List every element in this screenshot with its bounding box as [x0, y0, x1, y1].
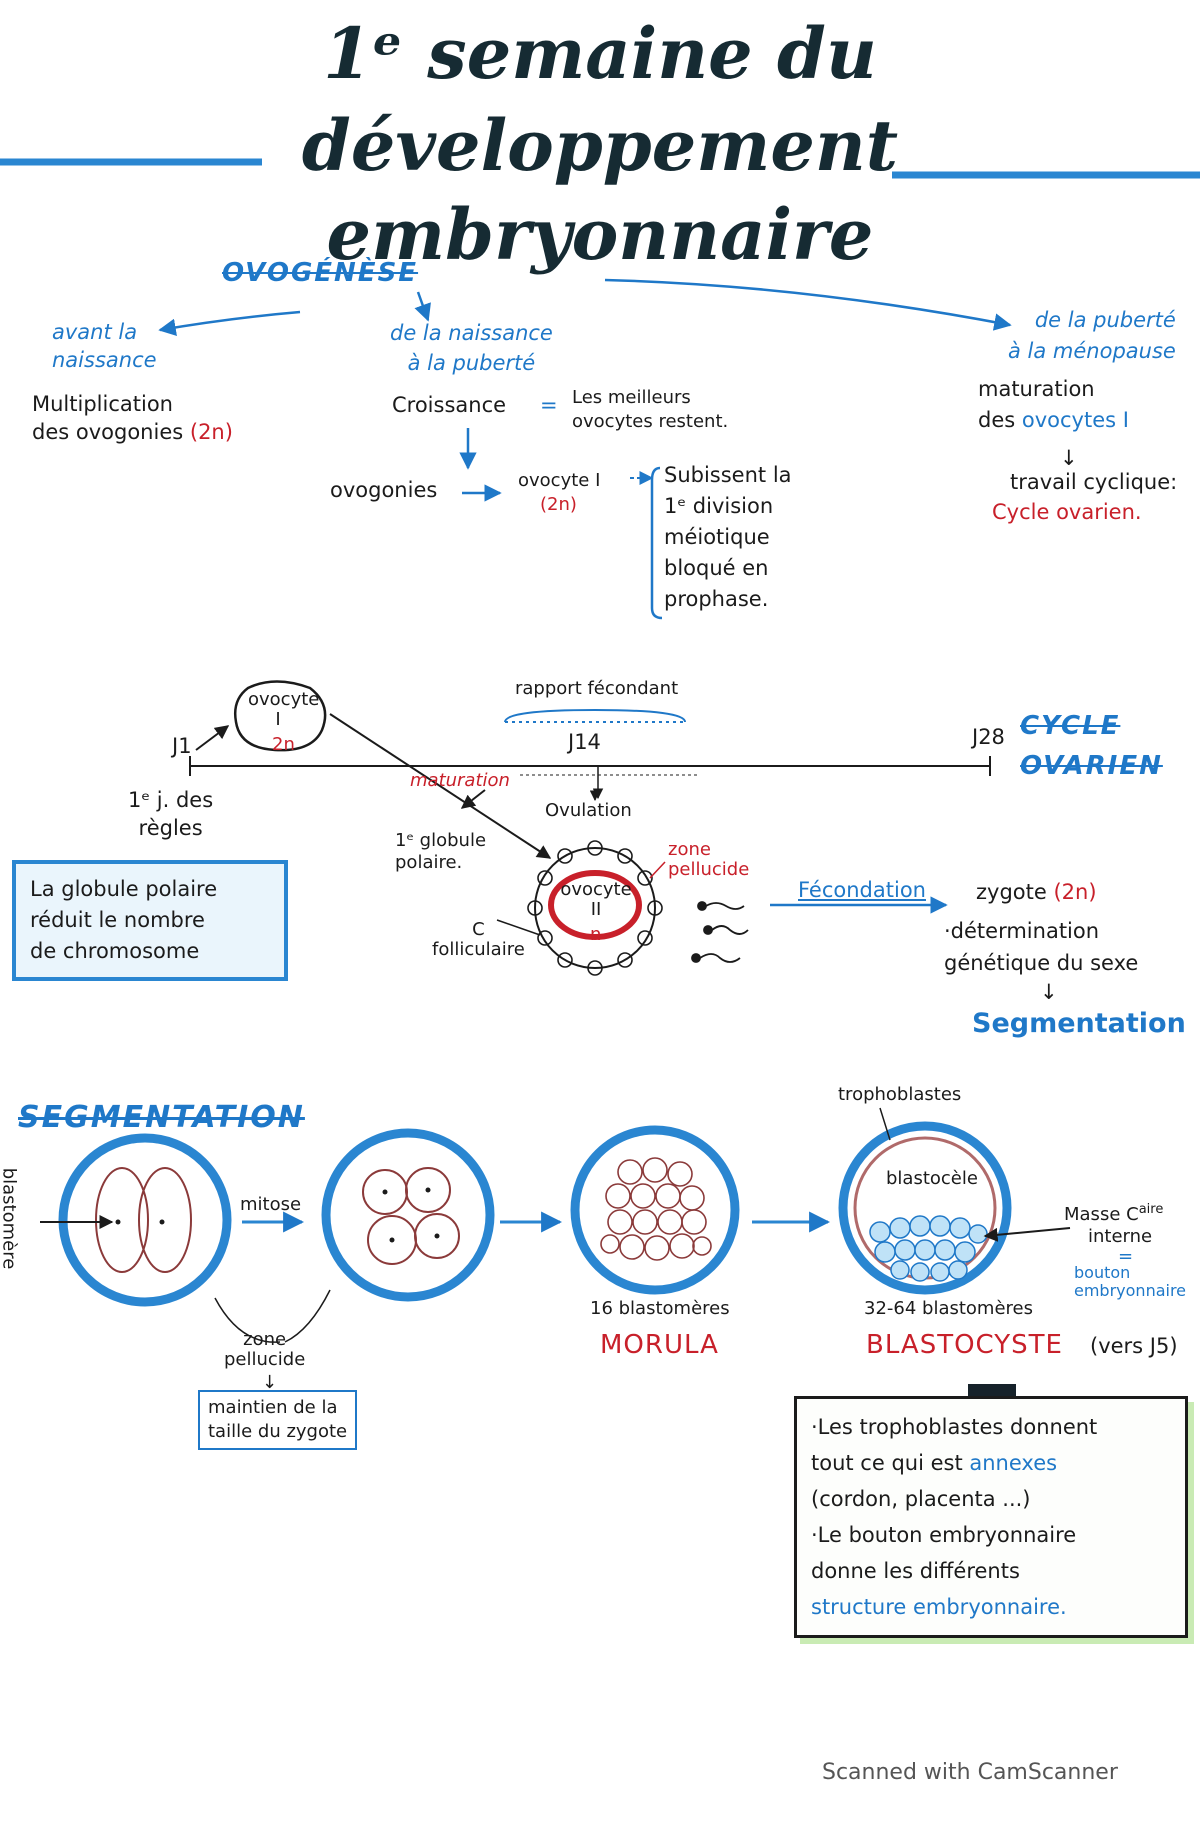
- ovogenese-maturation-text: maturation des: [978, 377, 1095, 432]
- ovogenese-ovocytes-i: ovocytes I: [1021, 408, 1129, 432]
- blastocyste-cell: [838, 1121, 1012, 1295]
- title-line-2: embryonnaire: [326, 193, 874, 276]
- cycle-heading: CYCLE OVARIEN: [1020, 711, 1163, 781]
- ovogenese-meiosis-note: Subissent la 1ᵉ division méiotique bloqu…: [664, 463, 792, 611]
- ovogenese-before-birth-label: avant la naissance: [52, 320, 157, 372]
- ovogenese-ovarian-cycle: Cycle ovarien.: [992, 500, 1142, 524]
- cycle-j28: J28: [972, 725, 1005, 749]
- scanner-watermark: Scanned with CamScanner: [822, 1760, 1118, 1785]
- cycle-first-day: 1ᵉ j. des règles: [128, 788, 214, 840]
- ovogenese-2n-tag-2: (2n): [540, 494, 577, 515]
- cycle-fecondation: Fécondation: [798, 878, 926, 902]
- cycle-globule-polaire: 1ᵉ globule polaire.: [395, 830, 487, 873]
- cycle-ovocyte-top-tag: 2n: [272, 734, 295, 755]
- segmentation-equals: =: [1118, 1246, 1134, 1267]
- ovogenese-maturation: maturation des ovocytes I: [978, 374, 1129, 436]
- ovocyte-ii-cell: [527, 840, 663, 976]
- ovogenese-multiplication: Multiplication des ovogonies (2n): [32, 390, 233, 446]
- segmentation-morula: MORULA: [600, 1330, 719, 1360]
- ovocyte-top-blob: [234, 680, 327, 752]
- ovogenese-cyclic-work: travail cyclique:: [1010, 470, 1178, 494]
- segmentation-trophoblastes: trophoblastes: [838, 1084, 962, 1105]
- page-title: 1ᵉ semaine du développement embryonnaire: [14, 8, 1186, 278]
- cycle-polar-body-note: La globule polaire réduit le nombre de c…: [12, 860, 288, 981]
- segmentation-blastocele: blastocèle: [886, 1168, 978, 1189]
- ovogenese-down-arrow: ↓: [1060, 446, 1078, 470]
- segmentation-masse: Masse Caire: [1064, 1202, 1163, 1225]
- cycle-j1: J1: [172, 734, 192, 758]
- cycle-ovocyte-ii: ovocyte II: [560, 879, 632, 920]
- segmentation-bouton: bouton embryonnaire: [1074, 1263, 1187, 1300]
- summary-note-annexes: annexes: [969, 1451, 1058, 1475]
- cycle-segmentation-next: Segmentation: [972, 1008, 1186, 1039]
- segmentation-zone-pellucide: zone pellucide: [224, 1329, 306, 1370]
- ovogenese-multiplication-text: Multiplication des ovogonies: [32, 392, 184, 444]
- segmentation-heading: SEGMENTATION: [18, 1100, 305, 1135]
- segmentation-32-64-blastomeres: 32-64 blastomères: [864, 1298, 1033, 1319]
- morula-cell: [570, 1125, 740, 1295]
- ovogenese-best-ovocytes-note: Les meilleurs ovocytes restent.: [572, 387, 729, 432]
- cycle-zygote-text: zygote: [976, 880, 1047, 904]
- ovogenese-2n-tag-1: (2n): [189, 420, 233, 444]
- ovogenese-croissance: Croissance: [392, 393, 507, 417]
- ovogenese-heading: OVOGÉNÈSE: [222, 258, 419, 288]
- segmentation-vers-j5: (vers J5): [1090, 1334, 1178, 1358]
- summary-note-trophoblastes: ·Les trophoblastes donnent tout ce qui e…: [811, 1409, 1171, 1481]
- summary-note-line-3: ·Le bouton embryonnaire donne les différ…: [811, 1523, 1077, 1583]
- cycle-ovocyte-top: ovocyte I: [248, 689, 320, 730]
- cycle-sex-determination: ·détermination génétique du sexe: [944, 919, 1139, 975]
- summary-note-line-2: (cordon, placenta ...): [811, 1487, 1031, 1511]
- cycle-follicular-cells: C folliculaire: [432, 919, 525, 960]
- segmentation-blastocyste: BLASTOCYSTE: [866, 1330, 1063, 1360]
- segmentation-masse-sup: aire: [1138, 1202, 1164, 1217]
- zygote-2-cell: [58, 1133, 232, 1307]
- summary-note-line-1: ·Les trophoblastes donnent tout ce qui e…: [811, 1415, 1098, 1475]
- ovogenese-ovogonies: ovogonies: [330, 478, 438, 502]
- cycle-j14: J14: [568, 730, 601, 754]
- segmentation-interne: interne: [1088, 1226, 1153, 1247]
- cycle-ovulation: Ovulation: [545, 800, 632, 821]
- title-line-1: 1ᵉ semaine du développement: [301, 12, 899, 187]
- cycle-rapport: rapport fécondant: [515, 678, 679, 699]
- ovogenese-equals: =: [540, 393, 558, 417]
- segmentation-blastomere: blastomère: [0, 1167, 20, 1270]
- summary-note-structure: structure embryonnaire.: [811, 1595, 1067, 1619]
- cycle-maturation: maturation: [410, 770, 510, 791]
- zygote-4-cell: [321, 1128, 495, 1302]
- cycle-ovocyte-ii-tag: n: [590, 924, 602, 945]
- segmentation-size-box: maintien de la taille du zygote: [198, 1390, 358, 1450]
- segmentation-16-blastomeres: 16 blastomères: [590, 1298, 730, 1319]
- cycle-zone-pellucide: zone pellucide: [668, 839, 750, 880]
- summary-note: ·Les trophoblastes donnent tout ce qui e…: [794, 1396, 1188, 1638]
- segmentation-down-arrow: ↓: [262, 1372, 278, 1393]
- ovogenese-puberty-menopause-label: de la puberté à la ménopause: [1008, 308, 1176, 363]
- segmentation-masse-text: Masse C: [1064, 1204, 1139, 1225]
- segmentation-mitose: mitose: [240, 1194, 302, 1215]
- sperm-cells: [691, 901, 749, 963]
- cycle-zygote: zygote (2n): [976, 880, 1097, 904]
- cycle-zygote-tag: (2n): [1053, 880, 1097, 904]
- ovogenese-ovocyte-i: ovocyte I: [518, 470, 601, 491]
- cycle-down-arrow: ↓: [1040, 980, 1058, 1004]
- ovogenese-birth-to-puberty-label: de la naissance à la puberté: [390, 321, 553, 375]
